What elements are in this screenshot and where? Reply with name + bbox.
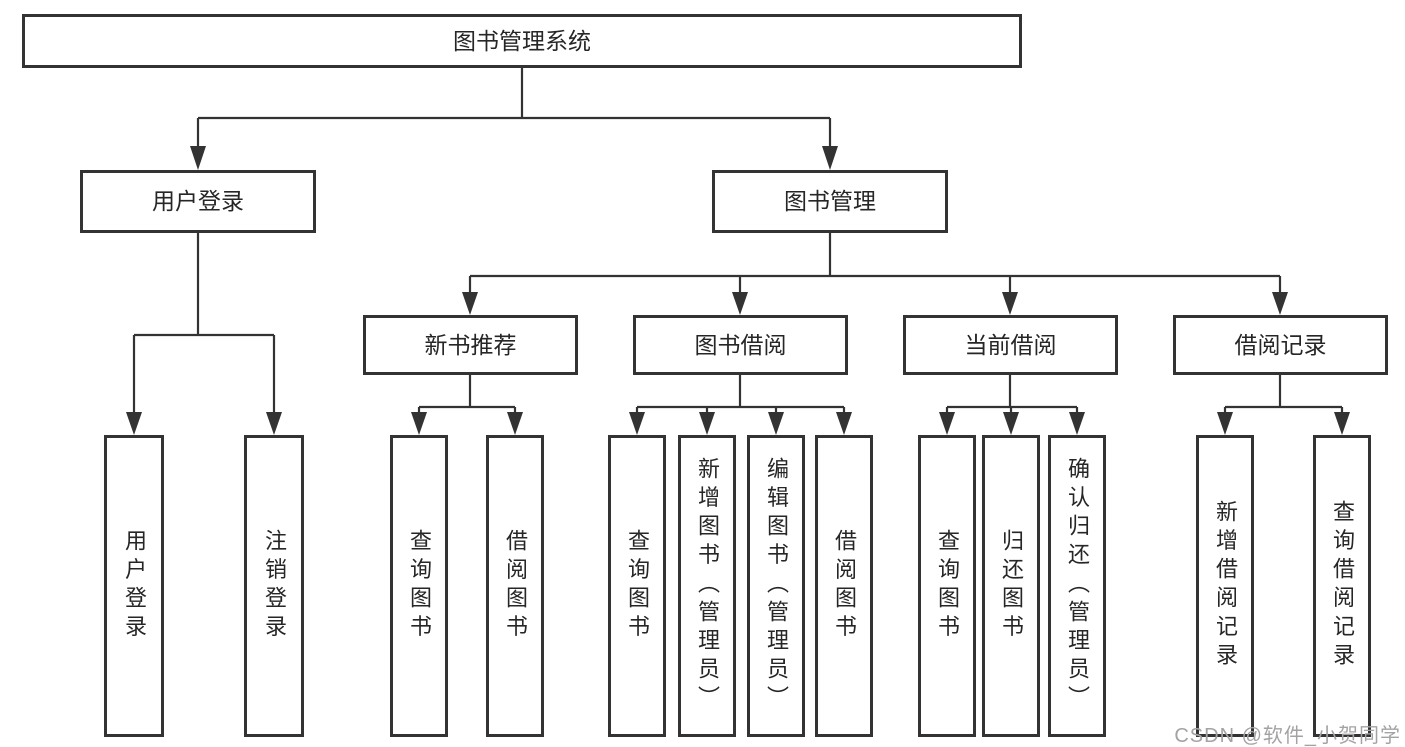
csdn-watermark: CSDN @软件_小贺同学 — [1174, 725, 1401, 747]
node-book-management: 图书管理 — [712, 170, 948, 233]
leaf-borrowing-borrow-books: 借阅图书 — [815, 435, 873, 737]
leaf-logout: 注销登录 — [244, 435, 304, 737]
leaf-current-return-books: 归还图书 — [982, 435, 1040, 737]
node-library-management-system: 图书管理系统 — [22, 14, 1022, 68]
node-user-login: 用户登录 — [80, 170, 316, 233]
node-current-borrowing: 当前借阅 — [903, 315, 1118, 375]
leaf-records-query-record: 查询借阅记录 — [1313, 435, 1371, 737]
node-book-borrowing: 图书借阅 — [633, 315, 848, 375]
leaf-recommend-borrow-books: 借阅图书 — [486, 435, 544, 737]
leaf-current-confirm-return-admin: 确认归还（管理员） — [1048, 435, 1106, 737]
node-borrowing-records: 借阅记录 — [1173, 315, 1388, 375]
connector-lines — [132, 68, 1344, 415]
node-new-book-recommend: 新书推荐 — [363, 315, 578, 375]
leaf-borrowing-edit-books-admin: 编辑图书（管理员） — [747, 435, 805, 737]
leaf-borrowing-query-books: 查询图书 — [608, 435, 666, 737]
leaf-borrowing-add-books-admin: 新增图书（管理员） — [678, 435, 736, 737]
leaf-records-add-record: 新增借阅记录 — [1196, 435, 1254, 737]
leaf-recommend-query-books: 查询图书 — [390, 435, 448, 737]
leaf-user-login: 用户登录 — [104, 435, 164, 737]
leaf-current-query-books: 查询图书 — [918, 435, 976, 737]
